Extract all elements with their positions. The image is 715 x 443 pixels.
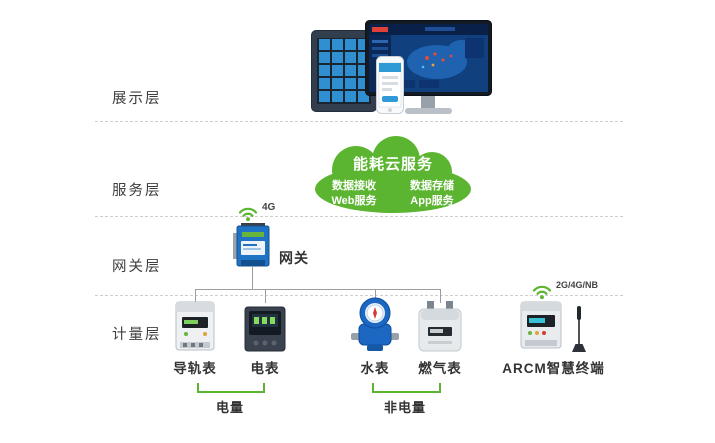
meter-label-gas: 燃气表 [418,361,462,376]
layer-label-metering: 计量层 [112,327,162,343]
wifi-icon [532,285,552,300]
cloud-title: 能耗云服务 [352,156,433,173]
connector-line [252,267,253,289]
gateway-wireless-label: 4G [262,202,276,213]
meter-label-din-rail: 导轨表 [173,361,217,376]
cloud-item-app-service: App服务 [410,195,454,207]
din-rail-meter-device [175,301,215,351]
layer-label-display: 展示层 [112,91,162,107]
group-label-electric: 电量 [215,400,244,415]
connector-line [265,289,266,303]
cloud-item-data-store: 数据存储 [410,180,454,192]
terminal-label: ARCM智慧终端 [502,361,605,376]
cloud-icon [315,136,471,213]
separator-line [95,216,623,217]
group-label-non-electric: 非电量 [383,400,426,415]
layer-label-gateway: 网关层 [112,259,162,275]
gas-meter-device [418,301,462,352]
connector-line [440,289,441,303]
water-meter-device [351,297,399,351]
tablet-screen [317,38,371,104]
cloud-item-data-receive: 数据接收 [332,180,376,192]
group-bracket-electric [197,383,265,393]
separator-line [95,295,623,296]
separator-line [95,121,623,122]
arcm-terminal-device [520,301,562,349]
wifi-icon [238,207,258,222]
antenna-icon [572,306,586,352]
phone-device [376,56,404,114]
meter-label-water: 水表 [360,361,390,376]
meter-label-power: 电表 [250,361,280,376]
cloud-item-web-service: Web服务 [331,195,377,207]
terminal-wireless-label: 2G/4G/NB [556,280,599,290]
layer-label-service: 服务层 [112,183,162,199]
gateway-label: 网关 [279,250,309,266]
power-meter-device [244,306,286,352]
connector-line [375,289,376,303]
gateway-device [233,223,270,267]
group-bracket-non-electric [372,383,441,393]
connector-line [195,289,196,303]
cloud-service: 能耗云服务 数据接收 数据存储 Web服务 App服务 [308,136,478,214]
connector-line [195,289,441,290]
